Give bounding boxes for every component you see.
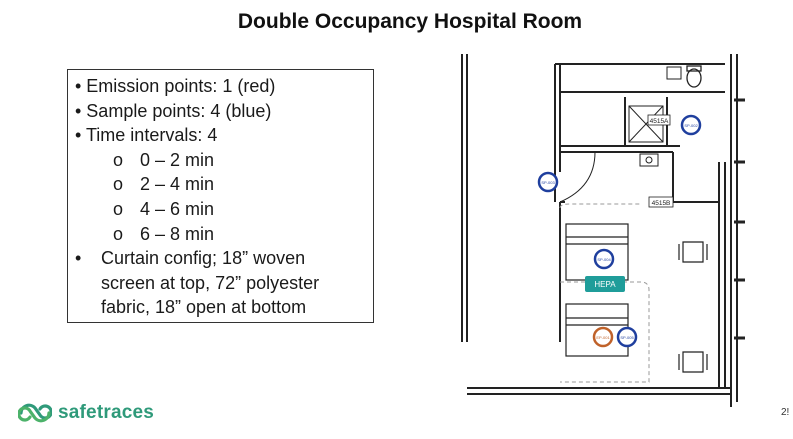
chair-icon <box>678 241 708 263</box>
emission-point-ep001: EP-001 <box>592 326 614 348</box>
bullet-time-intervals: • Time intervals: 4 <box>75 125 218 146</box>
svg-text:EP-001: EP-001 <box>596 335 610 340</box>
sub-bullet-marker: o <box>113 149 124 170</box>
svg-text:SP-003: SP-003 <box>541 180 555 185</box>
svg-text:SP-004: SP-004 <box>597 257 611 262</box>
bullet-curtain-config: • Curtain config; 18” woven screen at to… <box>75 246 373 320</box>
hepa-unit <box>585 276 625 292</box>
logo-mark-icon <box>18 403 52 423</box>
page-number: 2! <box>781 407 790 418</box>
window-marks <box>734 98 745 340</box>
curtain-config-text: Curtain config; 18” woven screen at top,… <box>101 248 320 318</box>
room-label-4515b: 4515B <box>652 200 671 207</box>
sub-bullet-marker: o <box>113 174 124 195</box>
room-label-4515b-box <box>648 196 674 208</box>
sub-bullet-marker: o <box>113 223 124 244</box>
toilet-icon <box>686 65 702 88</box>
chair-icon <box>678 351 708 373</box>
slide-title: Double Occupancy Hospital Room <box>237 10 583 33</box>
sample-point-sp003: SP-003 <box>537 171 559 193</box>
floor-plan: 4515A 4515B HEPA SP-002 <box>461 54 745 407</box>
walls <box>461 54 738 407</box>
sub-bullet-marker: o <box>113 198 124 219</box>
sample-point-sp002: SP-002 <box>680 114 702 136</box>
hepa-label: HEPA <box>594 280 616 289</box>
sink-icon <box>666 66 682 80</box>
room-label-4515a-box <box>647 114 671 126</box>
bullet-list-box: • Emission points: 1 (red) • Sample poin… <box>67 69 374 323</box>
sample-point-sp004: SP-004 <box>593 248 615 270</box>
svg-text:SP-002: SP-002 <box>684 123 698 128</box>
logo-text: safetraces <box>58 402 155 423</box>
bullet-sample-points: • Sample points: 4 (blue) <box>75 100 272 121</box>
room-label-4515a: 4515A <box>650 118 669 125</box>
sink-icon <box>639 153 659 167</box>
bullet-marker: • <box>75 248 82 269</box>
svg-text:SP-005: SP-005 <box>620 335 634 340</box>
bullet-emission-points: • Emission points: 1 (red) <box>75 76 276 96</box>
curtain-lines <box>559 203 650 383</box>
safetraces-logo: safetraces <box>18 398 154 428</box>
sample-point-sp005: SP-005 <box>616 326 638 348</box>
